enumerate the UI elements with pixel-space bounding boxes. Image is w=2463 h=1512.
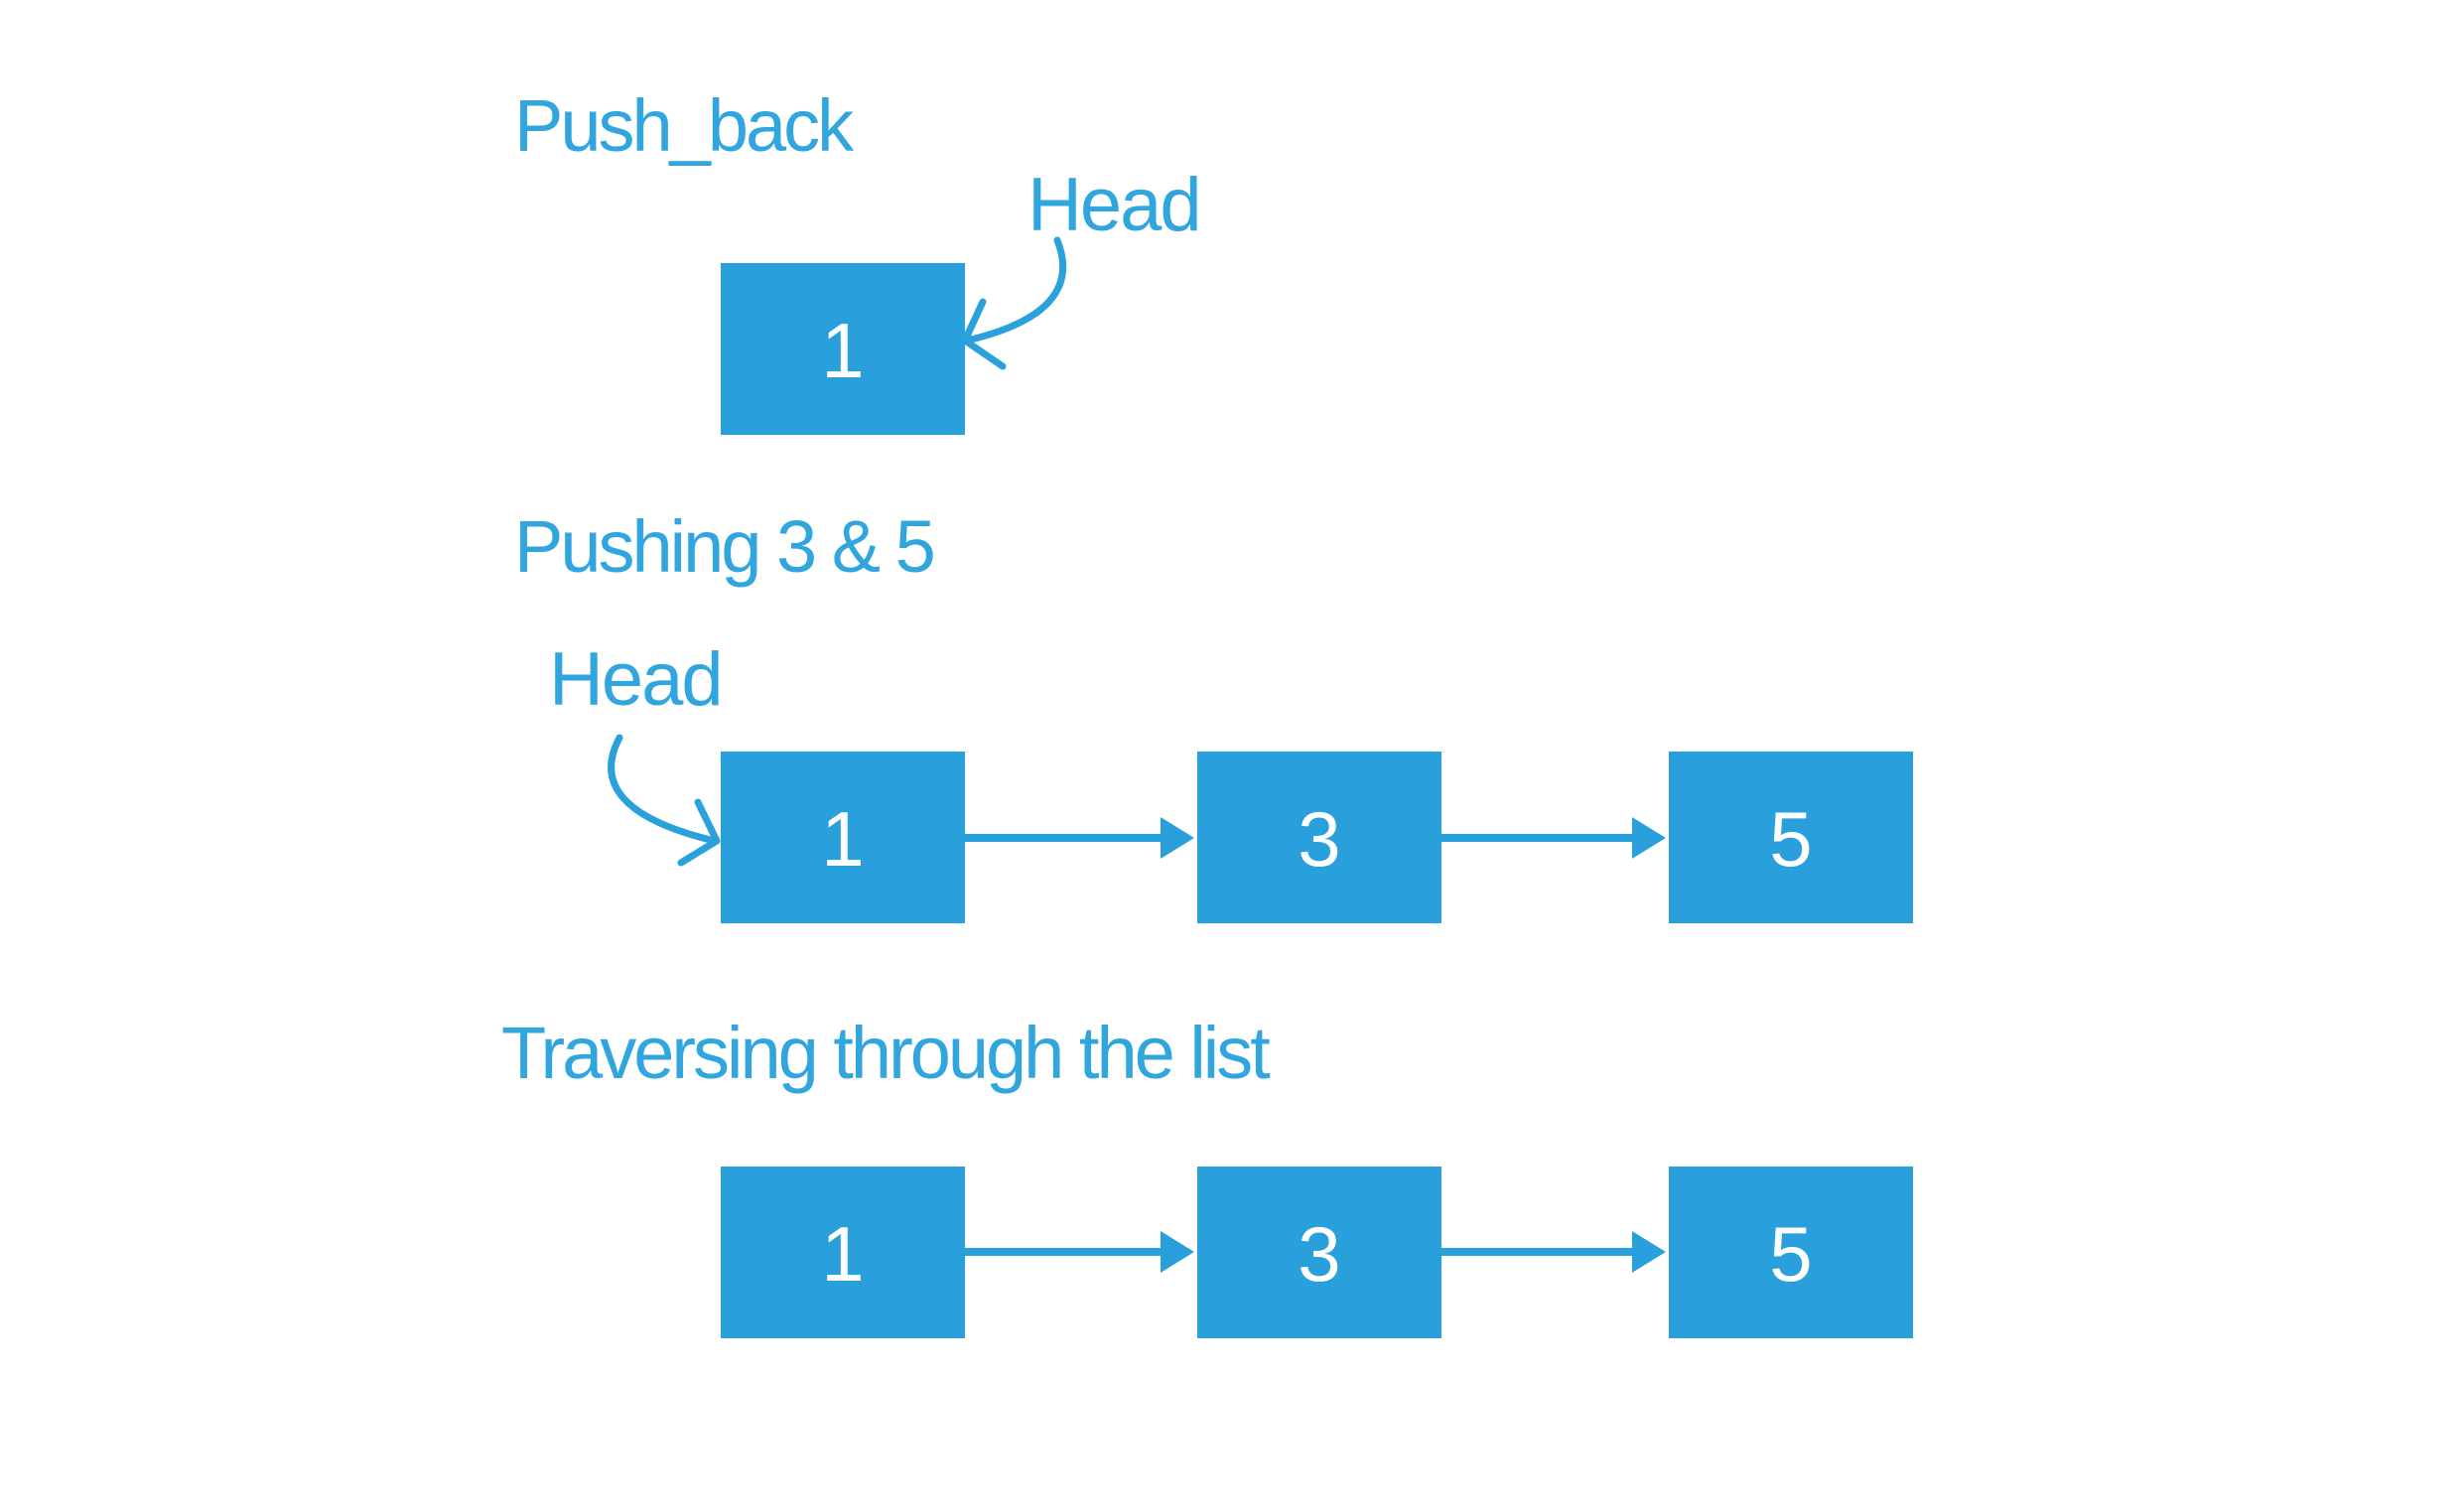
- node-box: [721, 752, 965, 923]
- head-pointer-arrowhead-icon: [677, 798, 721, 867]
- section-title-push-back: Push_back: [514, 84, 855, 167]
- node-value: 1: [821, 307, 864, 394]
- section-title-traversing: Traversing through the list: [501, 1012, 1271, 1094]
- node-value: 1: [821, 1210, 864, 1298]
- head-pointer-curved-arrow: [963, 236, 1067, 344]
- section-title-pushing: Pushing 3 & 5: [514, 505, 934, 588]
- node-value: 1: [821, 795, 864, 883]
- node-box: [1669, 752, 1913, 923]
- node-box: [1197, 752, 1441, 923]
- next-pointer-arrowhead-icon: [1161, 1231, 1194, 1273]
- section-traversing: Traversing through the list 1 3 5: [501, 1012, 1913, 1338]
- section-pushing-3-and-5: Pushing 3 & 5 Head 1 3 5: [514, 505, 1913, 923]
- node-box: [721, 263, 965, 435]
- node-box: [721, 1167, 965, 1338]
- node-value: 3: [1298, 1210, 1340, 1298]
- node-value: 5: [1769, 1210, 1812, 1298]
- node-value: 5: [1769, 795, 1812, 883]
- node-box: [1669, 1167, 1913, 1338]
- node-box: [1197, 1167, 1441, 1338]
- head-label: Head: [549, 637, 722, 722]
- head-pointer-curved-arrow: [608, 734, 719, 845]
- next-pointer-arrowhead-icon: [1632, 1231, 1666, 1273]
- next-pointer-arrowhead-icon: [1161, 817, 1194, 859]
- node-value: 3: [1298, 795, 1340, 883]
- head-pointer-arrowhead-icon: [961, 298, 1007, 370]
- next-pointer-arrowhead-icon: [1632, 817, 1666, 859]
- section-push-back: Push_back Head 1: [514, 84, 1202, 435]
- head-label: Head: [1027, 163, 1200, 247]
